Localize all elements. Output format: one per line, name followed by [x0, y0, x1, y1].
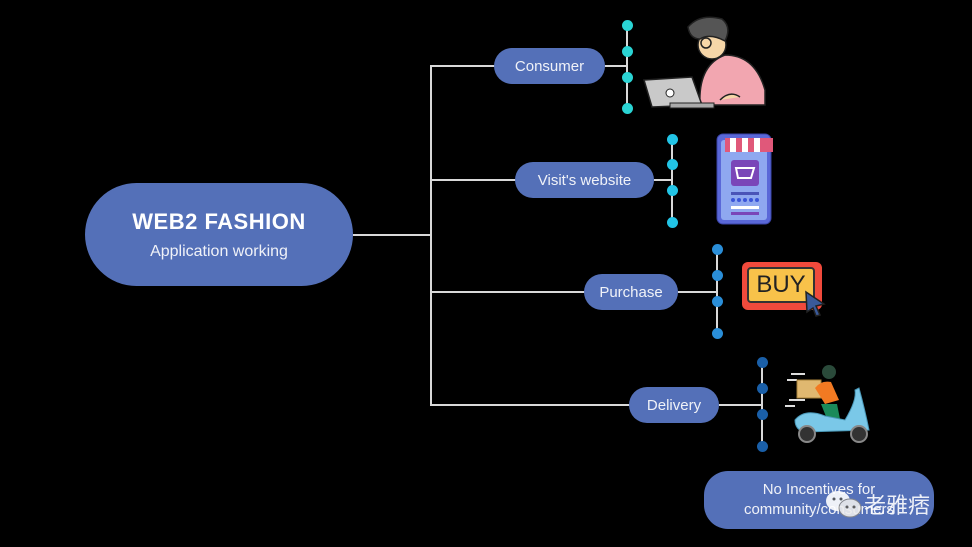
rail-dot [711, 327, 723, 339]
visit-rail [671, 139, 673, 222]
purchase-stub [678, 291, 717, 293]
delivery-label: Delivery [646, 396, 702, 414]
delivery-rail [761, 362, 763, 447]
buy-text: BUY [747, 267, 815, 303]
mobile-shop-icon [716, 133, 773, 225]
rail-dot [621, 19, 633, 31]
branch-line-consumer [430, 65, 496, 67]
rail-dot [666, 158, 678, 170]
delivery-node: Delivery [629, 387, 719, 423]
delivery-scooter-icon [785, 365, 870, 443]
watermark-text: 老雅痞 [864, 493, 931, 518]
rail-dot [711, 243, 723, 255]
person-laptop-icon [643, 16, 766, 109]
rail-dot [756, 440, 768, 452]
consumer-stub [605, 65, 627, 67]
purchase-node: Purchase [584, 274, 678, 310]
rail-dot [621, 45, 633, 57]
root-subtitle: Application working [150, 242, 288, 260]
delivery-stub [719, 404, 762, 406]
rail-dot [666, 184, 678, 196]
root-title: WEB2 FASHION [132, 208, 306, 234]
no-incentives-node: No Incentives for community/consumers [704, 471, 934, 529]
rail-dot [666, 216, 678, 228]
branch-line-visit [430, 179, 517, 181]
no-incentives-line1: No Incentives for [762, 481, 876, 498]
branch-line-purchase [430, 291, 586, 293]
root-connector [353, 234, 431, 236]
wechat-icon [826, 491, 862, 518]
consumer-label: Consumer [514, 57, 585, 75]
root-node: WEB2 FASHION Application working [85, 183, 353, 286]
rail-dot [756, 408, 768, 420]
watermark: 老雅痞 [824, 488, 930, 520]
visit-stub [654, 179, 672, 181]
rail-dot [666, 133, 678, 145]
buy-button-icon: BUY [742, 262, 826, 317]
consumer-node: Consumer [494, 48, 605, 84]
rail-dot [756, 382, 768, 394]
visit-website-node: Visit's website [515, 162, 654, 198]
trunk-line [430, 65, 432, 406]
branch-line-delivery [430, 404, 631, 406]
rail-dot [756, 356, 768, 368]
rail-dot [621, 71, 633, 83]
consumer-rail [626, 25, 628, 108]
purchase-rail [716, 249, 718, 334]
visit-website-label: Visit's website [537, 171, 632, 189]
purchase-label: Purchase [599, 283, 663, 301]
rail-dot [711, 295, 723, 307]
rail-dot [711, 269, 723, 281]
rail-dot [621, 102, 633, 114]
